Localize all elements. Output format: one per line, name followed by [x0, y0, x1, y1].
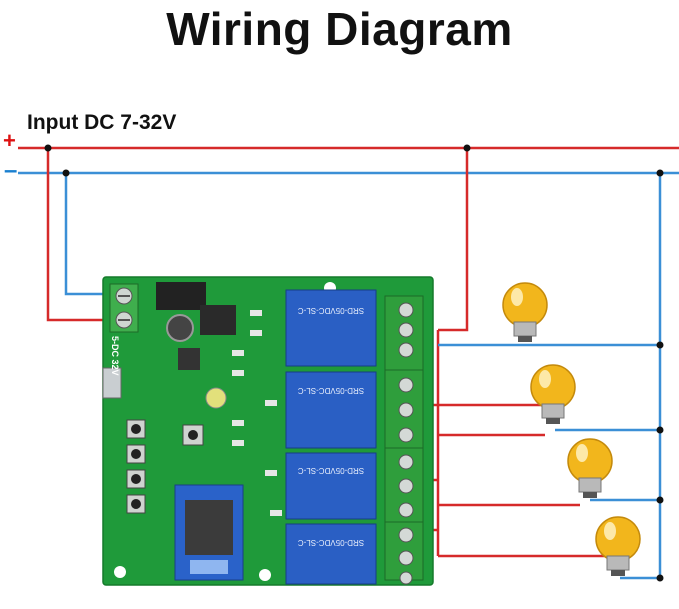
wifi-module	[174, 484, 244, 581]
transformer	[200, 305, 236, 335]
pcb	[102, 276, 434, 586]
relay-4: SRD-05VDC-SL-C	[285, 523, 377, 585]
smd-components	[232, 310, 282, 516]
relay-1-marking: SRD-05VDC-SL-C	[298, 306, 364, 315]
light-bulb-1-icon	[502, 282, 548, 342]
lamp-wiring-4	[438, 554, 664, 582]
input-voltage-label: Input DC 7-32V	[27, 111, 177, 134]
relay-2: SRD-05VDC-SL-C	[285, 371, 377, 449]
lamp-wiring-3	[438, 496, 664, 507]
negative-input-wire	[64, 173, 112, 296]
diagram-title: Wiring Diagram	[166, 3, 513, 55]
negative-symbol: –	[4, 157, 18, 184]
relay-2-marking: SRD-05VDC-SL-C	[298, 386, 364, 395]
regulator	[156, 282, 206, 310]
junction-dot	[44, 144, 52, 152]
positive-relay-wire	[438, 148, 469, 332]
buzzer	[205, 387, 227, 409]
push-buttons	[126, 419, 204, 514]
lamp-wiring-2	[438, 426, 664, 437]
relay-4-marking: SRD-05VDC-SL-C	[298, 538, 364, 547]
board-voltage-label: 5-DC 32V	[110, 336, 120, 376]
usb-port	[102, 367, 122, 399]
light-bulb-2-icon	[530, 364, 576, 424]
light-bulb-4-icon	[595, 516, 641, 576]
relay-3-marking: SRD-05VDC-SL-C	[298, 466, 364, 475]
output-terminal-blocks	[384, 295, 424, 585]
positive-symbol: +	[3, 128, 16, 153]
positive-input-wire	[46, 148, 112, 322]
relay-board: SRD-05VDC-SL-C SRD-05VDC-SL-C SRD-05VDC-…	[102, 276, 434, 586]
inductor	[178, 348, 200, 370]
junction-dot	[62, 169, 70, 177]
junction-dot	[656, 169, 664, 177]
relay-3: SRD-05VDC-SL-C	[285, 452, 377, 520]
lamp-wiring-1	[438, 341, 664, 407]
power-terminal-block	[109, 283, 139, 333]
light-bulb-3-icon	[567, 438, 613, 498]
junction-dot	[463, 144, 471, 152]
relay-1: SRD-05VDC-SL-C	[285, 289, 377, 367]
capacitor	[166, 314, 194, 342]
